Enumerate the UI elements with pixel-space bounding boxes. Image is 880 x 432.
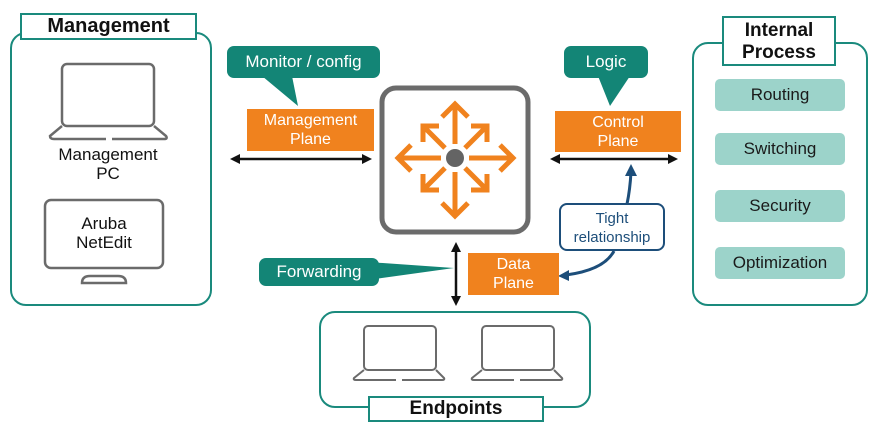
data-plane-arrow [451,242,461,306]
laptop-icon [48,62,168,141]
control-plane-line1: Control [592,114,644,131]
data-plane-box: Data Plane [468,253,559,295]
management-plane-line2: Plane [290,131,331,148]
process-item-switching: Switching [715,133,845,165]
forwarding-callout: Forwarding [259,258,379,286]
data-plane-line1: Data [496,256,531,273]
arrowhead-up [625,164,637,176]
relationship-label: relationship [573,229,651,246]
tight-label: Tight [595,210,629,227]
monitor-config-callout: Monitor / config [227,46,380,78]
management-plane-arrow [230,154,372,164]
pc-label-line2: PC [96,164,120,183]
process-item-routing: Routing [715,79,845,111]
process-label: Process [742,42,816,63]
endpoints-panel [319,311,591,408]
tight-relationship-callout: Tight relationship [559,203,665,251]
endpoint-laptop-icon [352,325,446,381]
control-plane-line2: Plane [597,133,639,150]
process-item-security: Security [715,190,845,222]
aruba-netedit-label: Aruba NetEdit [48,214,160,252]
forwarding-callout-tail [368,262,454,280]
management-pc-label: Management PC [40,145,176,183]
management-plane-box: Management Plane [247,109,374,151]
switch-icon [379,85,531,235]
control-plane-box: Control Plane [555,111,681,152]
control-plane-arrow [550,154,678,164]
management-plane-line1: Management [263,112,358,129]
logic-callout: Logic [564,46,648,78]
netedit-label-line1: Aruba [81,214,127,233]
internal-label: Internal [744,20,814,41]
logic-callout-tail [598,76,630,106]
arrowhead-left [558,270,569,281]
data-plane-line2: Plane [493,275,534,292]
process-item-optimization: Optimization [715,247,845,279]
pc-label-line1: Management [58,145,158,164]
endpoints-title: Endpoints [368,396,544,422]
management-title: Management [20,13,197,40]
endpoint-laptop-icon [470,325,564,381]
monitor-icon [43,198,165,285]
netedit-label-line2: NetEdit [76,233,132,252]
internal-process-title: Internal Process [722,16,836,66]
monitor-config-callout-tail [262,76,298,106]
